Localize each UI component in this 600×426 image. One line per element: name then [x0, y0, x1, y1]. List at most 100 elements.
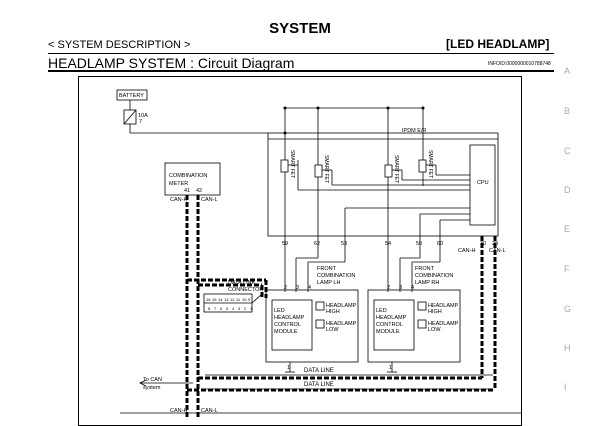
ipdm-can-l-label: CAN-L [489, 248, 506, 254]
ipdm-pin-54: 54 [385, 241, 391, 247]
rh-low-label-1: HEADLAMP [428, 321, 459, 327]
module-lh-label-3: CONTROL [274, 322, 301, 328]
data-line-label-2: DATA LINE [304, 382, 334, 388]
cpu-box [469, 144, 496, 226]
lamp-rh-pin-3: 3 [399, 285, 402, 291]
lamp-lh-pin-2: 2 [284, 285, 287, 291]
combination-meter-box [164, 162, 221, 196]
lamp-rh-pin-4: 4 [411, 285, 414, 291]
lamp-rh-pin-2: 2 [387, 285, 390, 291]
lh-ground-pin: 1 [287, 365, 290, 371]
margin-letter-d: D [564, 185, 571, 195]
cpu-label: CPU [477, 180, 489, 186]
ipdm-label: IPDM E/R [402, 128, 426, 134]
smart-fet-3 [384, 164, 393, 178]
rh-high-label-1: HEADLAMP [428, 303, 459, 309]
dlc-pin-3: 3 [238, 306, 241, 311]
dlc-pin-10: 10 [242, 297, 247, 302]
ipdm-pin-50: 50 [416, 241, 422, 247]
margin-letter-c: C [564, 146, 571, 156]
battery-label: BATTERY [119, 93, 144, 99]
module-rh-box [373, 299, 415, 351]
smart-fet-label-1: SMART FET [289, 150, 295, 178]
module-lh-label-2: HEADLAMP [274, 315, 305, 321]
margin-letter-h: H [564, 343, 571, 353]
lamp-rh-label-3: LAMP RH [415, 280, 439, 286]
rh-ground-pin: 1 [389, 365, 392, 371]
smart-fet-2 [314, 164, 323, 178]
ipdm-can-h-label: CAN-H [458, 248, 475, 254]
dlc-pin-7: 7 [214, 306, 217, 311]
margin-letter-b: B [564, 106, 571, 116]
battery-box [116, 89, 148, 101]
section-heading: SYSTEM [269, 20, 331, 37]
module-lh-box [271, 299, 313, 351]
meter-pin-41: 41 [184, 188, 190, 194]
dlc-pin-12: 12 [230, 297, 235, 302]
smart-fet-label-4: SMART FET [427, 150, 433, 178]
lamp-lh-label-1: FRONT [317, 266, 337, 272]
to-can-label-2: system [143, 385, 161, 391]
ipdm-pin-60: 60 [437, 241, 443, 247]
dlc-pin-5: 5 [226, 306, 229, 311]
rh-high-label-2: HIGH [428, 309, 442, 315]
smart-fet-1 [280, 159, 289, 173]
lamp-rh-label-2: COMBINATION [415, 273, 453, 279]
smart-fet-label-3: SMART FET [393, 155, 399, 183]
margin-letter-a: A [564, 66, 571, 76]
header-rule [48, 53, 554, 54]
ipdm-pin-62: 62 [314, 241, 320, 247]
combination-meter-label-1: COMBINATION [169, 173, 207, 179]
dlc-pin-6: 6 [220, 306, 223, 311]
margin-letter-i: I [564, 382, 567, 392]
meter-pin-42: 42 [196, 188, 202, 194]
meter-can-l-label: CAN-L [201, 197, 218, 203]
lh-low-label-2: LOW [326, 327, 339, 333]
bottom-can-l-label: CAN-L [201, 408, 218, 414]
smart-fet-4 [418, 159, 427, 173]
lamp-rh-box [367, 289, 461, 363]
module-rh-label-3: CONTROL [376, 322, 403, 328]
lamp-lh-pin-4: 4 [308, 285, 311, 291]
module-rh-label-1: LED [376, 308, 387, 314]
lh-low-label-1: HEADLAMP [326, 321, 357, 327]
rh-low-label-2: LOW [428, 327, 441, 333]
module-rh-label-4: MODULE [376, 329, 400, 335]
lamp-lh-label-3: LAMP LH [317, 280, 340, 286]
ipdm-pin-30: 30 [480, 241, 486, 247]
title-rule [48, 70, 554, 72]
margin-letter-e: E [564, 224, 571, 234]
dlc-pin-15: 15 [212, 297, 217, 302]
dlc-pin-4: 4 [232, 306, 235, 311]
smart-fet-label-2: SMART FET [323, 155, 329, 183]
dlc-pin-2: 2 [244, 306, 247, 311]
fuse-label: 10A [138, 113, 148, 119]
margin-letter-g: G [564, 304, 572, 314]
data-line-label-1: DATA LINE [304, 368, 334, 374]
margin-letter-f: F [564, 264, 570, 274]
breadcrumb: < SYSTEM DESCRIPTION > [48, 39, 191, 51]
ipdm-pin-53: 53 [341, 241, 347, 247]
dlc-pin-1: 1 [250, 306, 253, 311]
ipdm-box [267, 132, 499, 237]
section-badge: [LED HEADLAMP] [446, 37, 550, 51]
dlc-pin-16: 16 [206, 297, 211, 302]
lh-high-label-1: HEADLAMP [326, 303, 357, 309]
data-link-label-2: CONNECTOR [228, 287, 263, 293]
fuse-number: 7 [139, 119, 142, 125]
dlc-pin-14: 14 [218, 297, 223, 302]
module-lh-label-4: MODULE [274, 329, 298, 335]
ipdm-pin-59: 59 [282, 241, 288, 247]
dlc-pin-9: 9 [248, 297, 251, 302]
lh-high-label-2: HIGH [326, 309, 340, 315]
module-rh-label-2: HEADLAMP [376, 315, 407, 321]
page-title: HEADLAMP SYSTEM : Circuit Diagram [48, 55, 295, 71]
lamp-lh-pin-3: 3 [296, 285, 299, 291]
combination-meter-label-2: METER [169, 181, 188, 187]
data-link-label-1: DATA LINK [228, 280, 256, 286]
lamp-rh-label-1: FRONT [415, 266, 435, 272]
lamp-lh-box [265, 289, 359, 363]
info-id: INFOID:0000000010788748 [488, 61, 551, 67]
meter-can-h-label: CAN-H [170, 197, 187, 203]
